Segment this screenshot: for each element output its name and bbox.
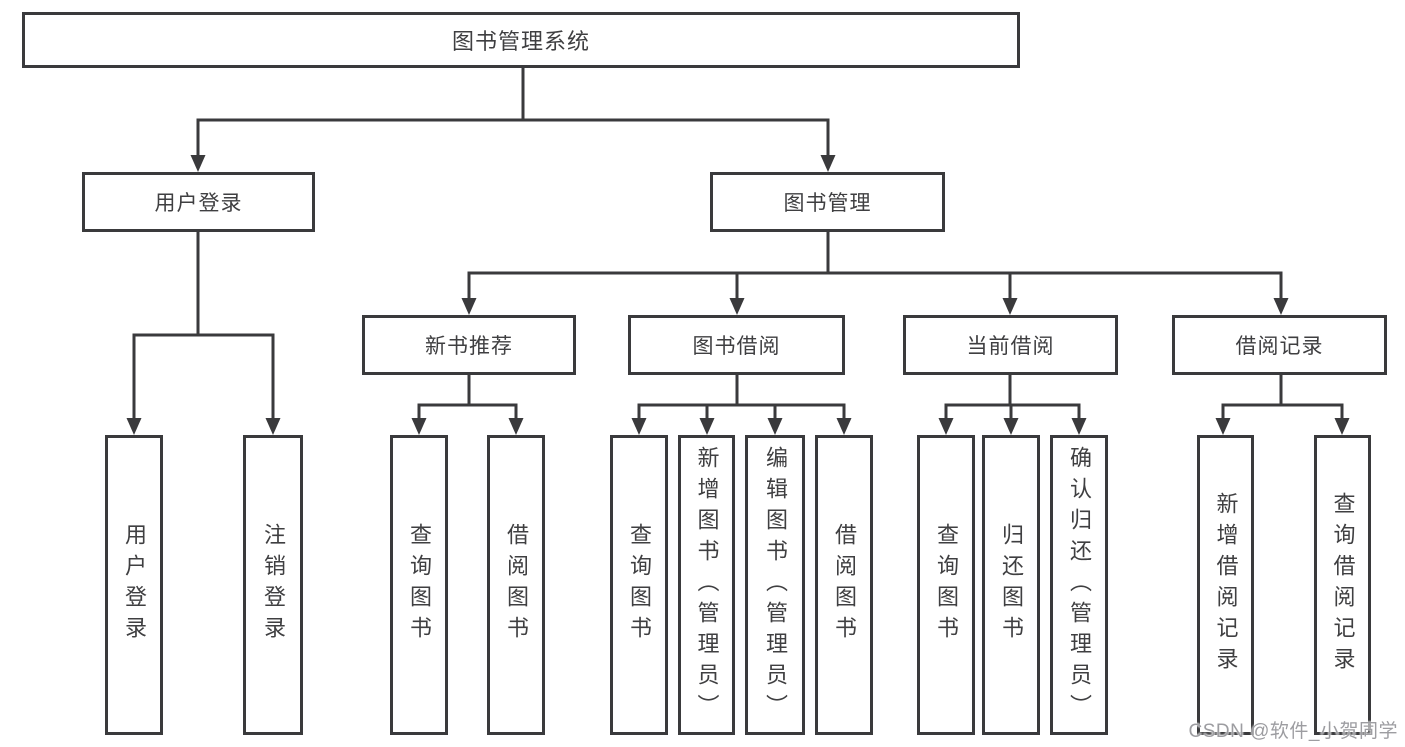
leaf-confirm-return-admin: 确认归还（管理员） [1050, 435, 1108, 735]
node-label: 借阅记录 [1235, 335, 1324, 358]
leaf-return-book: 归还图书 [982, 435, 1040, 735]
node-new-book-recommend: 新书推荐 [362, 315, 576, 375]
node-book-management: 图书管理 [710, 172, 945, 232]
leaf-logout: 注销登录 [243, 435, 303, 735]
leaf-query-books-recommend: 查询图书 [390, 435, 448, 735]
leaf-edit-book-admin: 编辑图书（管理员） [745, 435, 805, 735]
leaf-query-books-current: 查询图书 [917, 435, 975, 735]
node-book-borrowing: 图书借阅 [628, 315, 845, 375]
node-label: 新书推荐 [425, 335, 513, 358]
node-label: 图书借阅 [692, 335, 781, 358]
leaf-borrow-books-borrowing: 借阅图书 [815, 435, 873, 735]
node-label: 归还图书 [999, 523, 1024, 647]
leaf-query-borrow-record: 查询借阅记录 [1314, 435, 1371, 735]
node-label: 图书管理系统 [451, 29, 590, 54]
node-label: 借阅图书 [832, 523, 857, 647]
node-label: 借阅图书 [504, 523, 529, 647]
node-label: 确认归还（管理员） [1067, 445, 1092, 725]
node-label: 查询图书 [627, 523, 652, 647]
leaf-query-books-borrowing: 查询图书 [610, 435, 668, 735]
node-user-login: 用户登录 [82, 172, 315, 232]
node-label: 用户登录 [154, 192, 243, 215]
node-current-borrowing: 当前借阅 [903, 315, 1118, 375]
node-label: 注销登录 [261, 523, 286, 647]
node-label: 当前借阅 [966, 335, 1055, 358]
node-label: 查询图书 [407, 523, 432, 647]
node-borrowing-records: 借阅记录 [1172, 315, 1387, 375]
node-label: 查询图书 [934, 523, 959, 647]
node-label: 编辑图书（管理员） [763, 445, 788, 725]
leaf-add-borrow-record: 新增借阅记录 [1197, 435, 1254, 735]
leaf-add-book-admin: 新增图书（管理员） [678, 435, 735, 735]
node-label: 新增图书（管理员） [694, 445, 720, 725]
node-label: 新增借阅记录 [1213, 492, 1239, 678]
leaf-borrow-books-recommend: 借阅图书 [487, 435, 545, 735]
leaf-user-login: 用户登录 [105, 435, 163, 735]
watermark: CSDN @软件_小贺同学 [1188, 721, 1398, 742]
node-label: 图书管理 [783, 192, 872, 215]
node-label: 查询借阅记录 [1330, 492, 1356, 678]
node-label: 用户登录 [122, 523, 147, 647]
node-library-management-system: 图书管理系统 [22, 12, 1020, 68]
